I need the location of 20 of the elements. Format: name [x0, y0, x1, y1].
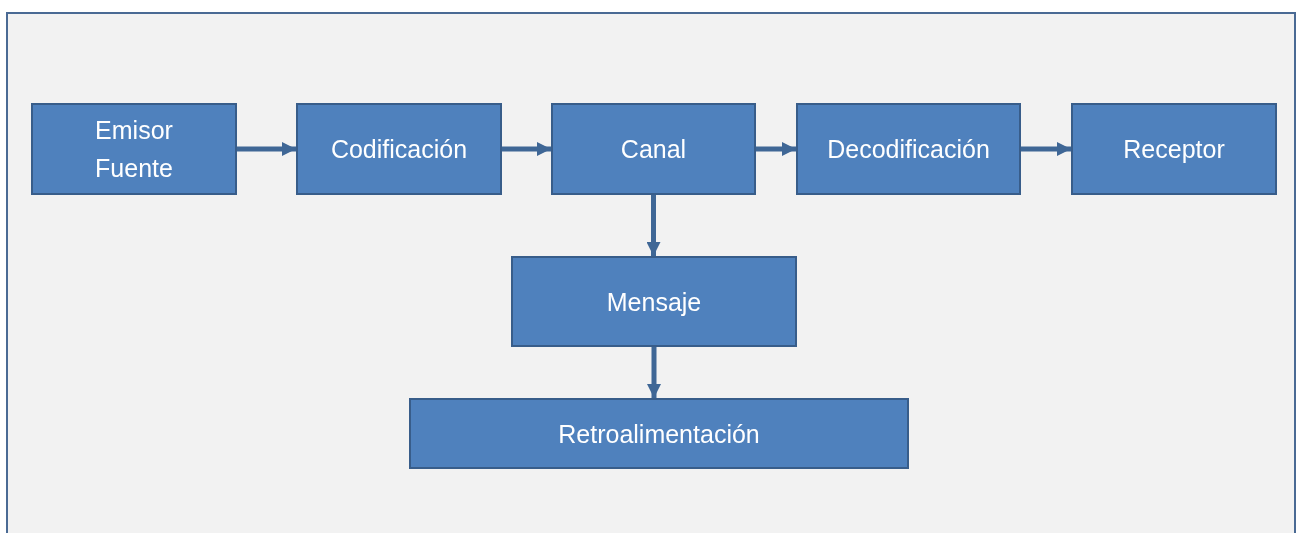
arrow [756, 142, 796, 156]
process-box [796, 103, 1021, 195]
box-label: Retroalimentación [557, 418, 761, 450]
process-box [511, 256, 797, 347]
arrow [502, 142, 551, 156]
box-label: Emisor Fuente [94, 115, 174, 184]
box-label: Decodificación [826, 134, 991, 165]
box-label: Canal [619, 134, 688, 165]
box-label: Mensaje [605, 286, 703, 318]
arrow [647, 347, 661, 398]
box-label: Receptor [1122, 134, 1226, 165]
box-label: Codificación [329, 134, 469, 165]
process-box [409, 398, 909, 469]
arrow [646, 195, 661, 256]
process-box [31, 103, 237, 195]
arrow [1021, 142, 1071, 156]
process-box [551, 103, 756, 195]
process-box [1071, 103, 1277, 195]
arrow [237, 142, 296, 156]
process-box [296, 103, 502, 195]
